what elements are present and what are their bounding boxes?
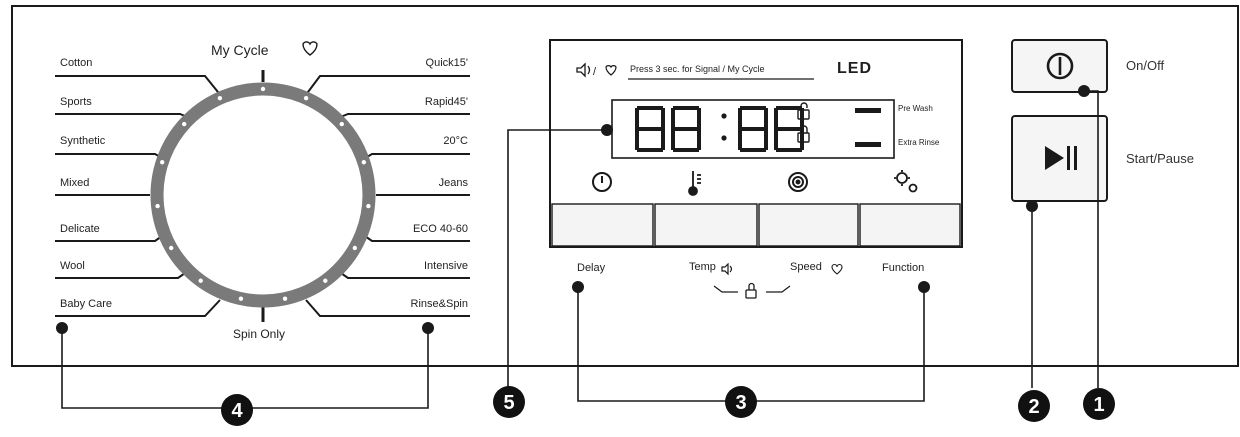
callout-1-number: 1 [1093,394,1104,416]
program-label: Rinse&Spin [410,298,468,310]
dial-position-dot [198,278,203,283]
program-label: 20°C [443,135,468,147]
leader-dot [918,281,930,293]
function-label: Function [882,262,925,274]
callout-2-number: 2 [1028,396,1039,418]
program-label: Synthetic [60,135,106,147]
callout-5-marker [493,386,525,418]
dial-position-dot [323,278,328,283]
touch-button-strip [551,203,961,247]
play-pause-icon [1045,146,1077,170]
leader-dot [572,281,584,293]
program-label: Jeans [438,177,468,189]
leader-dot [1078,85,1090,97]
heart-icon [830,262,844,275]
spin-icon [788,172,808,192]
sound-icon [576,62,591,78]
dial-position-dot [352,245,357,251]
power-icon [1046,52,1074,80]
gears-icon [894,170,918,193]
program-label: ECO 40-60 [412,223,468,235]
display-signal-hint: Press 3 sec. for Signal / My Cycle [630,64,765,74]
program-dial[interactable] [150,82,376,308]
leader-dot [56,322,68,334]
start-pause-label: Start/Pause [1126,151,1194,166]
on-off-label: On/Off [1126,58,1165,73]
callout-4-marker [221,394,253,426]
program-label: Sports [60,96,92,108]
function-touch-button[interactable] [859,203,961,247]
program-label: Baby Care [60,298,112,310]
program-label: Cotton [60,57,93,69]
seven-segment-digit [635,106,665,152]
callout-5-number: 5 [503,392,514,414]
program-label: Delicate [60,223,100,235]
sound-icon [721,262,735,276]
temp-label: Temp [689,261,716,273]
dial-position-dot [260,86,266,92]
seven-segment-digit [738,106,768,152]
temp-touch-button[interactable] [654,203,758,247]
thermometer-icon [688,171,701,196]
seven-segment-digit [671,106,701,152]
dial-top-label: My Cycle [211,42,269,58]
dial-bottom-label: Spin Only [233,327,286,341]
program-label: Intensive [423,260,468,272]
svg-text:/: / [593,66,597,78]
callout-2-marker [1018,390,1050,422]
dial-position-dot [361,160,367,165]
clock-icon [592,172,612,192]
leader-dot [1026,200,1038,212]
pre-wash-label: Pre Wash [898,104,933,113]
delay-label: Delay [577,262,606,274]
callout-1-marker [1083,388,1115,420]
dial-position-dot [339,121,344,127]
display-led-label: LED [837,60,872,77]
extra-rinse-label: Extra Rinse [898,138,940,147]
child-lock-icon [745,282,757,299]
leader-dot [601,124,613,136]
pre-wash-indicator [855,108,881,113]
digit-readout: 88:88 [635,106,804,152]
dial-position-dot [155,203,160,209]
callout-3-number: 3 [735,392,746,414]
dial-position-dot [159,160,165,165]
callout-5-leader [507,129,607,388]
dial-position-dot [182,121,187,127]
program-label: Wool [60,260,85,272]
dial-position-dot [303,95,309,101]
dial-position-dots [155,86,371,301]
program-label: Mixed [60,177,90,189]
speed-label: Speed [790,261,822,273]
program-label: Rapid45' [424,96,468,108]
delay-touch-button[interactable] [551,203,654,247]
callout-4-number: 4 [231,400,243,422]
child-lock-icon [797,125,810,143]
extra-rinse-indicator [855,142,881,147]
dial-position-dot [282,296,288,301]
dial-position-dot [238,296,244,301]
callout-markers [221,386,1115,426]
dial-position-dot [169,245,174,251]
heart-icon [302,41,318,56]
heart-icon [605,65,617,76]
leader-dot [422,322,434,334]
child-lock-bracket [713,285,791,293]
dial-position-dot [366,203,371,209]
dial-position-dot [217,95,223,101]
lock-icon [797,102,810,120]
speed-touch-button[interactable] [758,203,859,247]
callout-3-marker [725,386,757,418]
seven-segment-digit [774,106,804,152]
program-label: Quick15' [425,57,468,69]
